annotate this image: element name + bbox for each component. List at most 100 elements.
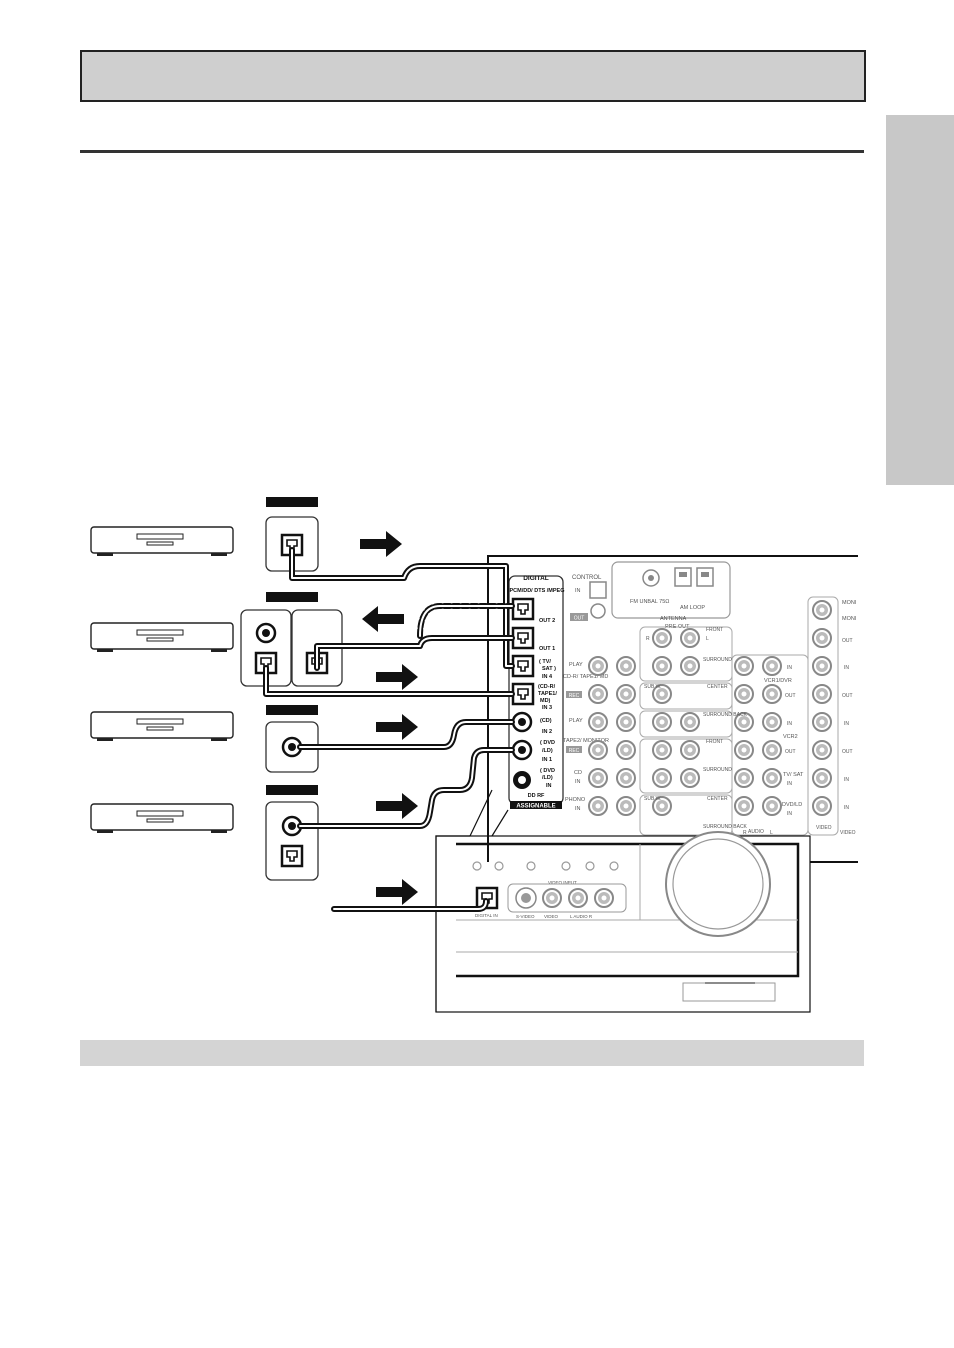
in3-l1: (CD-R/ <box>538 684 556 690</box>
side-tab <box>886 115 954 485</box>
in-label-5: IN <box>844 665 849 671</box>
assignable-label: ASSIGNABLE <box>516 804 555 810</box>
in-label-1: IN <box>787 665 792 671</box>
in1-l3: IN 1 <box>542 757 552 763</box>
arrow-left <box>362 606 404 632</box>
monitor-label-2: MONI <box>842 616 857 622</box>
video-label: VIDEO <box>816 825 832 831</box>
control-label: CONTROL <box>572 575 602 581</box>
receiver-frame <box>487 555 858 862</box>
surround-back-label: SURROUND BACK <box>703 712 748 718</box>
in-label-8: IN <box>844 805 849 811</box>
l-label-1: L <box>706 636 709 642</box>
control-out-label: OUT <box>574 616 585 622</box>
cd-label: CD <box>574 770 582 776</box>
r-label-1: R <box>646 636 650 642</box>
digital-sub: PCM/DD/ DTS /MPEG <box>509 588 564 594</box>
out-label-3: OUT <box>842 638 853 644</box>
vcr2-label: VCR2 <box>783 734 798 740</box>
section-rule <box>80 150 864 153</box>
panel-2-tab <box>266 592 318 602</box>
in4-l3: IN 4 <box>542 674 553 680</box>
out-label-1: OUT <box>785 693 796 699</box>
out2-label: OUT 2 <box>539 618 555 624</box>
in2-l2: IN 2 <box>542 729 552 735</box>
play2-label: PLAY <box>569 718 583 724</box>
in3-l4: IN 3 <box>542 705 552 711</box>
rf-l1: ( DVD <box>540 768 555 774</box>
component-4 <box>90 803 234 834</box>
in4-l2: SAT ) <box>542 666 556 672</box>
in3-l3: MD) <box>540 698 551 704</box>
arrow-right-2 <box>376 664 418 690</box>
out1-label: OUT 1 <box>539 646 555 652</box>
front-label: FRONT <box>706 627 723 633</box>
digital-heading: DIGITAL <box>523 575 549 582</box>
subsection-band <box>80 1040 864 1066</box>
surround-label: SURROUND <box>703 657 732 663</box>
front-audio-label: L AUDIO R <box>570 914 593 919</box>
control-in-label: IN <box>575 588 581 594</box>
antenna-label: ANTENNA <box>660 616 687 622</box>
component-2 <box>90 622 234 653</box>
panel-1-tab <box>266 497 318 507</box>
cd-in-label: IN <box>575 779 581 785</box>
rf-l4: DD RF <box>528 793 545 799</box>
surround-back-label-2: SURROUND BACK <box>703 824 748 830</box>
subw-label-2: SUB W. <box>644 796 662 802</box>
panel-3-tab <box>266 705 318 715</box>
out-label-4: OUT <box>842 693 853 699</box>
in3-l2: TAPE1/ <box>538 691 557 697</box>
rec1-label: REC <box>569 693 580 699</box>
rf-l2: /LD) <box>542 775 553 781</box>
video-label-2: VIDEO <box>840 830 856 836</box>
rca-jack-grid <box>588 600 832 816</box>
in-label-3: IN <box>787 781 792 787</box>
arrow-right-1 <box>360 531 402 557</box>
component-1 <box>90 526 234 557</box>
phono-in-label: IN <box>575 806 581 812</box>
vcr1-label: VCR1/DVR <box>764 678 792 684</box>
component-3 <box>90 711 234 742</box>
in2-l1: (CD) <box>540 718 552 724</box>
rec2-label: REC <box>569 748 580 754</box>
in-label-6: IN <box>844 721 849 727</box>
panel-4 <box>265 801 319 881</box>
center-label: CENTER <box>707 684 728 690</box>
audio-label: AUDIO <box>748 829 764 835</box>
play1-label: PLAY <box>569 662 583 668</box>
arrow-right-5 <box>376 879 418 905</box>
center-label-2: CENTER <box>707 796 728 802</box>
panel-4-tab <box>266 785 318 795</box>
in-label-2: IN <box>787 721 792 727</box>
s-video-label: S-VIDEO <box>516 914 535 919</box>
cdr-tape-md-label: CD-R/ TAPE1/ MD <box>563 674 608 680</box>
in1-l1: ( DVD <box>540 740 555 746</box>
front-video-label: VIDEO <box>544 914 559 919</box>
front-panel-inset <box>435 835 811 1013</box>
out-label-2: OUT <box>785 749 796 755</box>
am-label: AM LOOP <box>680 605 705 611</box>
digital-in-label: DIGITAL IN <box>475 913 498 918</box>
arrow-right-3 <box>376 714 418 740</box>
subw-label: SUB W. <box>644 684 662 690</box>
in1-l2: /LD) <box>542 748 553 754</box>
in-label-7: IN <box>844 777 849 783</box>
tv-sat-label: TV/ SAT <box>783 772 804 778</box>
r-label-2: R <box>743 830 747 836</box>
arrow-right-4 <box>376 793 418 819</box>
in4-l1: ( TV/ <box>539 659 551 665</box>
tape2-label: TAPE2/ MONITOR <box>563 738 609 744</box>
in-label-4: IN <box>787 811 792 817</box>
phono-label: PHONO <box>565 797 586 803</box>
video-input-label: VIDEO INPUT <box>548 880 577 885</box>
front-label-2: FRONT <box>706 739 723 745</box>
fm-label: FM UNBAL 75Ω <box>630 599 669 605</box>
header-box <box>80 50 866 102</box>
l-label-2: L <box>770 830 773 836</box>
rf-l3: IN <box>546 783 552 789</box>
dvd-ld-label: DVD/LD <box>782 802 802 808</box>
cables <box>263 547 515 912</box>
surround-label-2: SURROUND <box>703 767 732 773</box>
